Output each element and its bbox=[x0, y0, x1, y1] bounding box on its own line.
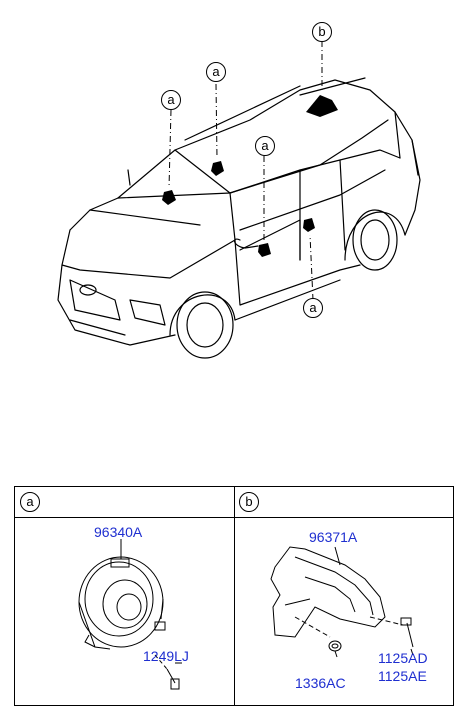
panel-b-header: b bbox=[235, 487, 453, 518]
panel-b: b 96371A 1336AC 1125AD 1125AE bbox=[235, 487, 453, 705]
part-number-1249LJ: 1249LJ bbox=[143, 648, 189, 664]
car-illustration: a a a b a bbox=[57, 22, 421, 359]
part-number-1125AD: 1125AD bbox=[378, 650, 428, 666]
part-number-1125AE: 1125AE bbox=[378, 668, 427, 684]
panel-b-label: b bbox=[239, 492, 259, 512]
part-number-96371A: 96371A bbox=[309, 529, 358, 545]
part-number-96340A: 96340A bbox=[94, 524, 143, 540]
speaker-drawing bbox=[78, 539, 182, 690]
panel-a: a 96340A 1249LJ bbox=[15, 487, 235, 705]
callout-a-4: a bbox=[303, 298, 323, 318]
callout-b: b bbox=[312, 22, 332, 42]
callout-a-3: a bbox=[255, 136, 275, 156]
panel-a-header: a bbox=[15, 487, 234, 518]
part-number-1336AC: 1336AC bbox=[295, 675, 346, 691]
parts-table: a 96340A 1249LJ bbox=[14, 486, 454, 706]
car-line-drawing bbox=[57, 41, 421, 359]
panel-a-label: a bbox=[20, 492, 40, 512]
bracket-drawing bbox=[270, 546, 414, 658]
callout-a-2: a bbox=[206, 62, 226, 82]
callout-a-1: a bbox=[161, 90, 181, 110]
